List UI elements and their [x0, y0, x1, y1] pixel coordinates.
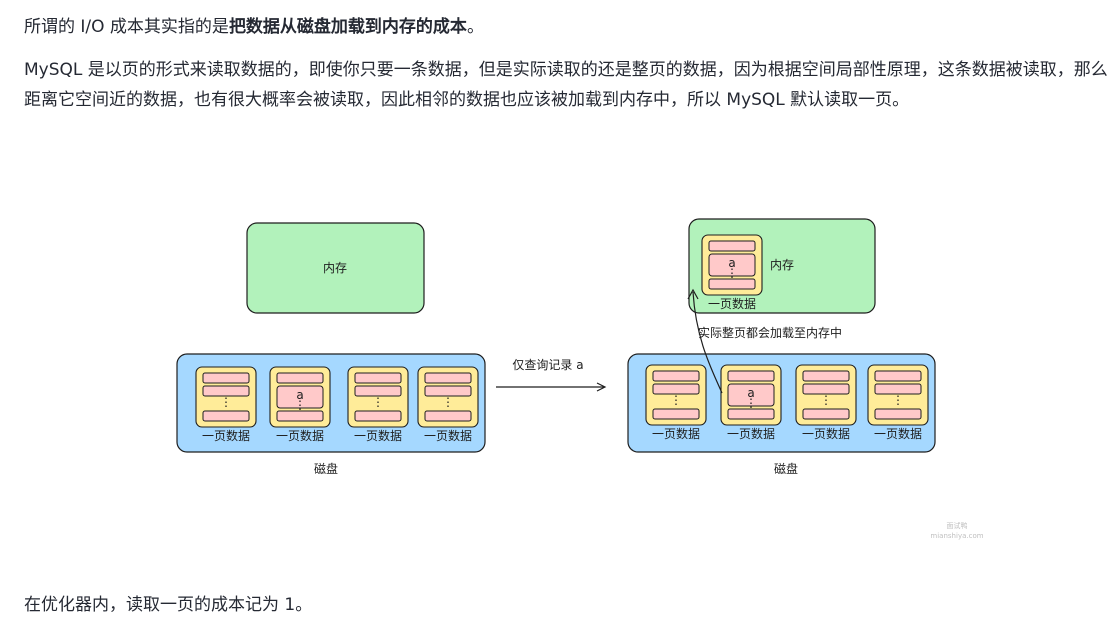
page-record: [354, 372, 402, 384]
page-record: [202, 410, 250, 422]
conclusion-paragraph: 在优化器内，读取一页的成本记为 1。: [24, 595, 313, 615]
page-record: [202, 372, 250, 384]
intro-suffix: 。: [466, 17, 484, 37]
record-ellipsis: ⋮: [745, 396, 757, 410]
intro-bold: 把数据从磁盘加载到内存的成本: [228, 17, 467, 37]
memory-page: a⋮ 一页数据: [701, 234, 763, 311]
record-ellipsis: ⋮: [372, 395, 384, 409]
page-record: [652, 408, 700, 420]
record-ellipsis: ⋮: [820, 393, 832, 407]
page-label: 一页数据: [708, 296, 756, 311]
page-record: [727, 370, 775, 382]
page-record-a: [727, 383, 775, 407]
record-ellipsis: ⋮: [670, 393, 682, 407]
page-label: 一页数据: [652, 426, 700, 441]
data-page: [269, 366, 331, 428]
page-record: [874, 383, 922, 395]
page-record: [874, 370, 922, 382]
memory-label-right: 内存: [770, 258, 794, 272]
record-ellipsis: ⋮: [294, 398, 306, 412]
load-label: 实际整页都会加载至内存中: [698, 325, 842, 340]
page-record-a: [708, 253, 756, 277]
watermark-site: mianshiya.com: [930, 532, 983, 540]
page-record: [652, 370, 700, 382]
disk-label-left: 磁盘: [314, 461, 338, 476]
record-ellipsis: ⋮: [892, 393, 904, 407]
record-ellipsis: ⋮: [442, 395, 454, 409]
memory-box-left: [246, 222, 425, 314]
data-page: [347, 366, 409, 428]
page-record: [424, 410, 472, 422]
explanation-paragraph: MySQL 是以页的形式来读取数据的，即使你只要一条数据，但是实际读取的还是整页…: [24, 60, 1108, 110]
disk-box-right: [627, 353, 936, 453]
page-record: [708, 278, 756, 290]
memory-label-left: 内存: [323, 261, 347, 275]
data-page: [720, 364, 782, 426]
page-record: [202, 385, 250, 397]
page-label: 一页数据: [276, 428, 324, 443]
page-label: 一页数据: [874, 426, 922, 441]
disk-box-left: [176, 353, 486, 453]
data-page: [701, 234, 763, 296]
page-record: [874, 408, 922, 420]
page-record: [652, 383, 700, 395]
data-page: [195, 366, 257, 428]
page-record: [727, 408, 775, 420]
page-label: 一页数据: [354, 428, 402, 443]
record-a-label: a: [747, 386, 754, 400]
load-arrow: [692, 291, 723, 394]
page-record: [802, 408, 850, 420]
page-record-a: [276, 385, 324, 409]
page-record: [354, 385, 402, 397]
page-label: 一页数据: [727, 426, 775, 441]
intro-paragraph: 所谓的 I/O 成本其实指的是把数据从磁盘加载到内存的成本。: [24, 12, 1110, 42]
record-a-label: a: [296, 388, 303, 402]
page-record: [802, 383, 850, 395]
page-record: [354, 410, 402, 422]
watermark-name: 面试鸭: [947, 521, 968, 530]
intro-prefix: 所谓的 I/O 成本其实指的是: [24, 17, 229, 37]
page-record: [708, 240, 756, 252]
page-record: [802, 370, 850, 382]
disk-label-right: 磁盘: [774, 461, 798, 476]
query-label: 仅查询记录 a: [512, 358, 583, 372]
data-page: [645, 364, 707, 426]
page-label: 一页数据: [424, 428, 472, 443]
page-label: 一页数据: [802, 426, 850, 441]
record-ellipsis: ⋮: [726, 266, 738, 280]
load-arrow-head: [687, 288, 699, 300]
page-record: [424, 385, 472, 397]
query-arrow-head: [596, 382, 607, 392]
page-record: [276, 410, 324, 422]
record-ellipsis: ⋮: [220, 395, 232, 409]
memory-box-right: [688, 218, 876, 314]
record-a-label: a: [728, 256, 735, 270]
page-label: 一页数据: [202, 428, 250, 443]
data-page: [795, 364, 857, 426]
data-page: [867, 364, 929, 426]
page-record: [424, 372, 472, 384]
page-record: [276, 372, 324, 384]
data-page: [417, 366, 479, 428]
